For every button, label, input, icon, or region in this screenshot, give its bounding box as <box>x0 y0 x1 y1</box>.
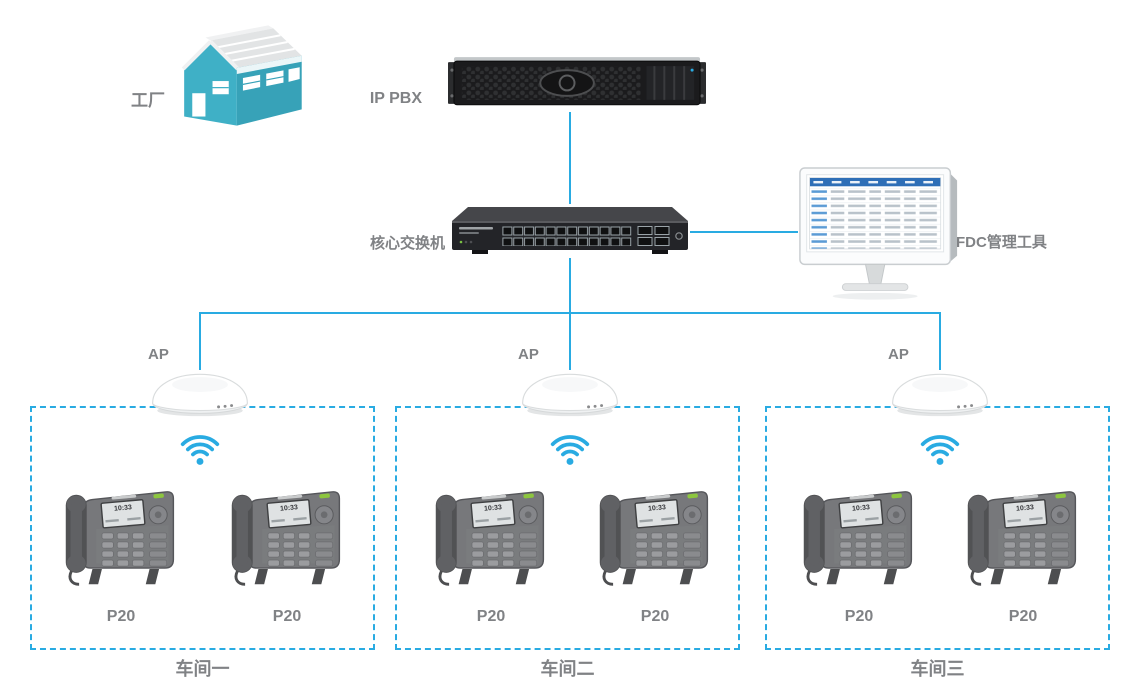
ippbx-server-icon <box>448 50 706 112</box>
core-switch-icon <box>450 200 690 258</box>
phone-icon: 10:33 <box>796 470 922 590</box>
workshop-label-3: 车间三 <box>910 659 965 679</box>
ap-icon-3 <box>884 366 996 418</box>
factory-label: 工厂 <box>131 91 165 110</box>
ap-icon-2 <box>514 366 626 418</box>
link-switch-bus <box>569 258 571 312</box>
link-bus <box>199 312 941 314</box>
wifi-icon-1 <box>178 428 222 466</box>
link-switch-monitor <box>690 231 798 233</box>
ap-label-3: AP <box>888 346 909 363</box>
link-bus-ap-1 <box>199 314 201 370</box>
link-bus-ap-2 <box>569 314 571 370</box>
phone-model-label: P20 <box>844 608 874 625</box>
factory-icon <box>172 18 324 135</box>
core-switch-label: 核心交换机 <box>369 235 445 252</box>
workshop-label-1: 车间一 <box>175 659 230 679</box>
phone-model-label: P20 <box>640 608 670 625</box>
ippbx-label: IP PBX <box>369 90 422 107</box>
phone-icon: 10:33 <box>224 470 350 590</box>
workshop-label-2: 车间二 <box>540 659 595 679</box>
link-bus-ap-3 <box>939 314 941 370</box>
wifi-icon-3 <box>918 428 962 466</box>
ap-label-2: AP <box>518 346 539 363</box>
phone-model-label: P20 <box>1008 608 1038 625</box>
phone-icon: 10:33 <box>592 470 718 590</box>
phone-model-label: P20 <box>106 608 136 625</box>
link-pbx-switch <box>569 112 571 204</box>
phone-model-label: P20 <box>272 608 302 625</box>
phone-icon: 10:33 <box>58 470 184 590</box>
fdc-monitor-icon <box>798 166 960 303</box>
fdc-label: FDC管理工具 <box>956 234 1047 251</box>
ap-label-1: AP <box>148 346 169 363</box>
ap-icon-1 <box>144 366 256 418</box>
wifi-icon-2 <box>548 428 592 466</box>
phone-model-label: P20 <box>476 608 506 625</box>
phone-icon: 10:33 <box>428 470 554 590</box>
phone-icon: 10:33 <box>960 470 1086 590</box>
